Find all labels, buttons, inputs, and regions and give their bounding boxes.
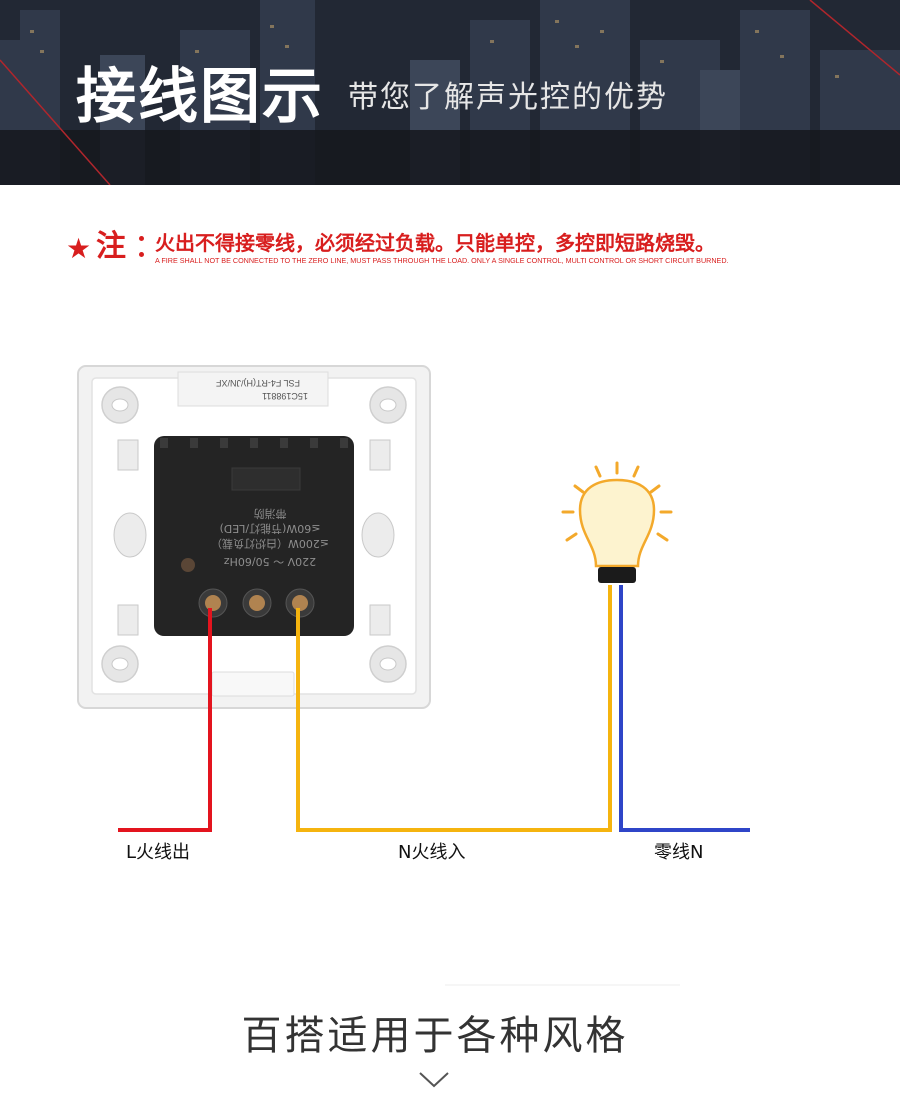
- wire-label-n-in: N火线入: [398, 842, 466, 863]
- notice-label: 注: [96, 229, 126, 264]
- colon-dot-bottom: [139, 252, 144, 257]
- wire-label-zero: 零线N: [654, 842, 704, 863]
- chevron-down-icon: [419, 1072, 449, 1088]
- notice-text-en: A FIRE SHALL NOT BE CONNECTED TO THE ZER…: [155, 256, 729, 265]
- module-code-text: 15C198811: [262, 391, 308, 401]
- wire-zero: [619, 585, 750, 832]
- light-bulb-icon: [561, 461, 673, 583]
- module-label-2: ≤60W(节能灯/LED): [220, 522, 321, 536]
- module-label-3: ≤200W（白炽灯负载）: [211, 537, 329, 551]
- module-label-4: 220V ～ 50/60Hz: [224, 555, 316, 568]
- star-icon: ★: [66, 232, 92, 265]
- page-subtitle: 带您了解声光控的优势: [348, 80, 668, 115]
- notice-text-zh: 火出不得接零线，必须经过负载。只能单控，多控即短路烧毁。: [155, 231, 715, 255]
- section-title: 百搭适用于各种风格: [241, 1013, 629, 1059]
- module-label-1: 带消防: [254, 507, 287, 521]
- page-title: 接线图示: [76, 62, 324, 132]
- module-model-text: FSL F4-RT(H)/JN/XF: [216, 378, 301, 388]
- switch-module: [154, 436, 354, 636]
- city-skyline-image: [0, 0, 900, 185]
- wire-label-l-out: L火线出: [126, 842, 191, 863]
- wire-n-in: [296, 585, 612, 832]
- wire-l-out: [118, 608, 212, 832]
- header-banner: 接线图示 带您了解声光控的优势: [0, 0, 900, 185]
- colon-dot-top: [139, 236, 144, 241]
